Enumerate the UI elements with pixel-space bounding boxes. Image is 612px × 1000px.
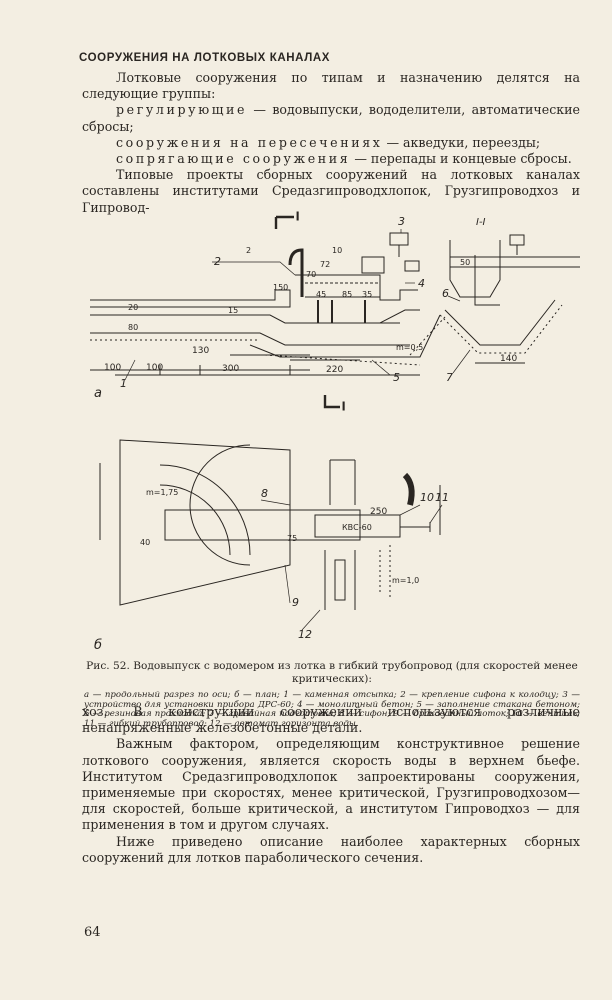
group-term: сопрягающие сооружения — [116, 151, 351, 167]
group-desc: — водовыпуски, вододелители, автоматичес… — [82, 102, 580, 134]
running-header: СООРУЖЕНИЯ НА ЛОТКОВЫХ КАНАЛАХ — [79, 52, 331, 64]
dim-300: 300 — [222, 364, 239, 374]
group-desc: — акведуки, переезды; — [382, 134, 541, 150]
dim-50: 50 — [460, 258, 470, 267]
dim-100b: 100 — [146, 363, 163, 373]
group-regulating: регулирующие — водовыпуски, вододелители… — [82, 102, 580, 134]
label-8: 8 — [261, 487, 268, 500]
group-conjugating: сопрягающие сооружения — перепады и конц… — [82, 151, 580, 167]
dim-20: 20 — [128, 303, 138, 312]
dim-15: 15 — [228, 306, 238, 315]
label-2: 2 — [214, 255, 221, 268]
caption-legend: а — продольный разрез по оси; б — план; … — [84, 690, 580, 729]
dim-35: 35 — [362, 290, 372, 299]
dim-75: 75 — [287, 534, 297, 543]
view-section-I-I — [439, 234, 580, 364]
slope-2: m=1,75 — [146, 488, 178, 497]
page-number: 64 — [84, 925, 101, 940]
kvs-label: КВС-60 — [342, 523, 372, 532]
view-a-section — [90, 232, 446, 376]
section-mark-top-label: I — [296, 210, 299, 223]
paragraph: Важным фактором, определяющим конструкти… — [82, 736, 580, 833]
dim-2: 2 — [246, 246, 251, 255]
group-desc: — перепады и концевые сбросы. — [350, 151, 572, 167]
intro-text: Лотковые сооружения по типам и назначени… — [82, 70, 580, 216]
view-a-label: а — [94, 386, 102, 401]
group-term: сооружения на пересечениях — [116, 134, 383, 150]
dim-40: 40 — [140, 538, 150, 547]
slope-1: m=0,5 — [396, 343, 423, 352]
paragraph: Ниже приведено описание наиболее характе… — [82, 833, 580, 865]
caption-title: Рис. 52. Водовыпуск с водомером из лотка… — [86, 660, 578, 685]
dim-10: 10 — [332, 246, 342, 255]
section-I-I-label: I-I — [476, 217, 486, 228]
label-4: 4 — [418, 277, 425, 290]
view-b-label: б — [94, 638, 102, 653]
figure-drawing: I I — [90, 210, 580, 653]
label-7: 7 — [446, 371, 453, 384]
dim-250: 250 — [370, 507, 387, 517]
label-5: 5 — [393, 371, 400, 384]
section-mark-bottom — [323, 395, 340, 409]
intro-line: Лотковые сооружения по типам и назначени… — [82, 70, 580, 102]
dim-100a: 100 — [104, 363, 121, 373]
label-12: 12 — [298, 628, 312, 641]
dim-150: 150 — [273, 283, 288, 292]
dim-72: 72 — [320, 260, 330, 269]
figure-52: I I — [80, 205, 585, 660]
section-mark-top — [274, 215, 294, 229]
view-b-plan — [99, 439, 441, 610]
label-11: 11 — [435, 491, 449, 504]
paragraph: хоз. В конструкции сооружений используют… — [82, 704, 580, 736]
dim-220: 220 — [326, 365, 343, 375]
dim-80: 80 — [128, 323, 138, 332]
label-10: 10 — [420, 491, 434, 504]
section-mark-bottom-label: I — [342, 400, 345, 413]
label-3: 3 — [398, 215, 405, 228]
dim-70: 70 — [306, 270, 316, 279]
dim-45: 45 — [316, 290, 326, 299]
dim-140: 140 — [500, 354, 517, 364]
slope-3: m=1,0 — [392, 576, 419, 585]
continuation-text: хоз. В конструкции сооружений используют… — [82, 704, 580, 866]
figure-caption: Рис. 52. Водовыпуск с водомером из лотка… — [84, 660, 580, 729]
label-6: 6 — [442, 287, 449, 300]
typical-projects-line: Типовые проекты сборных сооружений на ло… — [82, 167, 580, 215]
dim-85: 85 — [342, 290, 352, 299]
label-9: 9 — [292, 596, 299, 609]
label-1: 1 — [120, 377, 127, 390]
dim-130: 130 — [192, 346, 209, 356]
group-term: регулирующие — [116, 102, 248, 118]
group-crossing: сооружения на пересечениях — акведуки, п… — [82, 135, 580, 151]
